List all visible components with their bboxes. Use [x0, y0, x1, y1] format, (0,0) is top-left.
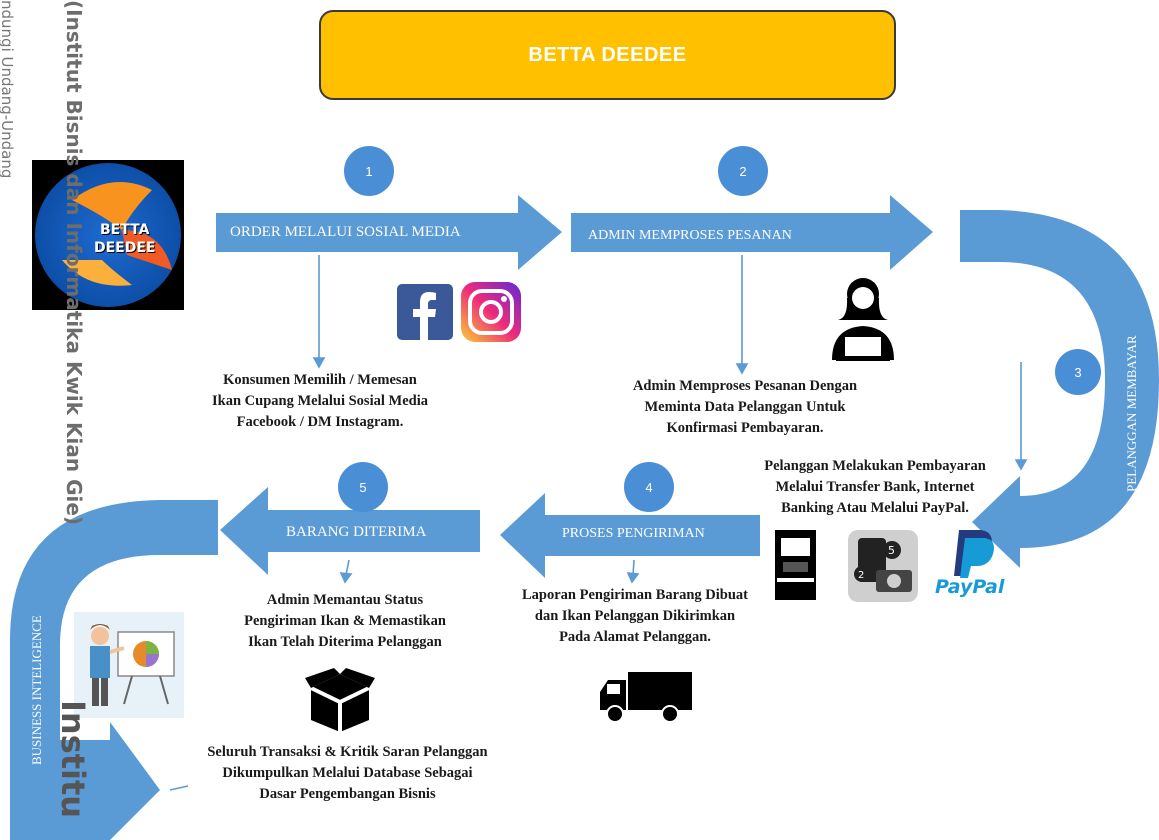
arrow-label-step-3: PELANGGAN MEMBAYAR [1124, 335, 1139, 492]
arrow-label-step-3-wrap: PELANGGAN MEMBAYAR [1124, 272, 1144, 492]
arrow-step-3 [960, 210, 1159, 568]
logo-text-line1: BETTA [100, 222, 150, 238]
truck-icon [598, 670, 694, 724]
presentation-icon [74, 612, 184, 718]
description-business-intelligence: Seluruh Transaksi & Kritik Saran Pelangg… [207, 744, 488, 802]
arrow-business-intelligence [10, 500, 218, 840]
watermark-bottom-word-wrap: Institu [54, 700, 92, 840]
arrow-label-step-2: ADMIN MEMPROSES PESANAN [588, 228, 792, 243]
arrow-label-bi-wrap: BUSINESS INTELIGENCE [29, 560, 49, 765]
arrow-step-4 [500, 493, 760, 578]
atm-icon [773, 530, 818, 600]
package-icon [305, 668, 375, 734]
description-step-1: Konsumen Memilih / Memesan Ikan Cupang M… [212, 372, 428, 430]
arrow-label-business-intelligence: BUSINESS INTELIGENCE [29, 615, 44, 765]
arrow-step-1 [216, 195, 562, 270]
title-text: BETTA DEEDEE [528, 43, 687, 66]
step-number-4: 4 [624, 462, 674, 512]
admin-user-icon [818, 270, 908, 365]
description-step-5: Admin Memantau Status Pengiriman Ikan & … [244, 592, 446, 650]
arrow-label-step-1: ORDER MELALUI SOSIAL MEDIA [230, 224, 461, 240]
arrow-step-2 [571, 195, 933, 270]
step-number-5: 5 [338, 462, 388, 512]
arrow-step-5 [220, 487, 480, 575]
arrow-bi-head [60, 722, 160, 840]
svg-text:5: 5 [888, 544, 895, 557]
instagram-icon [461, 282, 521, 342]
logo: BETTA DEEDEE [32, 160, 184, 310]
paypal-icon: PayPal [935, 528, 1010, 603]
logo-text-line2: DEEDEE [94, 240, 156, 256]
step-number-1: 1 [344, 146, 394, 196]
betta-fish-icon [62, 182, 172, 286]
title-banner: BETTA DEEDEE [319, 10, 896, 100]
facebook-icon [397, 284, 453, 340]
description-step-2: Admin Memproses Pesanan Dengan Meminta D… [632, 378, 858, 436]
arrow-label-step-4: PROSES PENGIRIMAN [562, 526, 705, 541]
step-number-2: 2 [718, 146, 768, 196]
step-number-3: 3 [1055, 349, 1101, 395]
svg-text:2: 2 [858, 570, 864, 581]
description-step-4: Laporan Pengiriman Barang Dibuat dan Ika… [522, 587, 748, 645]
paypal-wordmark: PayPal [935, 576, 1005, 598]
mobile-banking-icon: 5 2 [848, 530, 918, 602]
watermark-institute: (Institut Bisnis dan Informatika Kwik Ki… [62, 0, 86, 526]
description-step-3: Pelanggan Melakukan Pembayaran Melalui T… [764, 458, 986, 516]
watermark-bottom-word: Institu [54, 700, 92, 819]
arrow-label-step-5: BARANG DITERIMA [286, 524, 427, 540]
